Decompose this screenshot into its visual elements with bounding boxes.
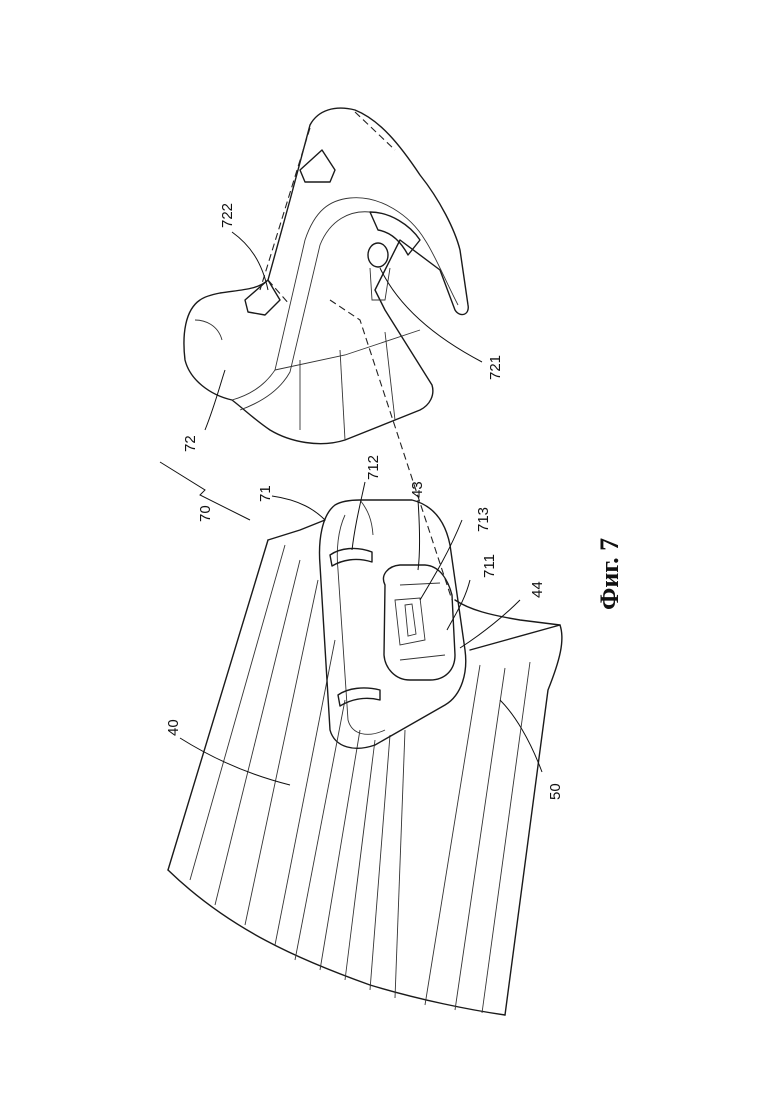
- label-713: 713: [475, 507, 492, 532]
- label-50: 50: [547, 783, 564, 800]
- label-40: 40: [165, 719, 182, 736]
- label-721: 721: [487, 355, 504, 380]
- label-712: 712: [365, 455, 382, 480]
- cover-72: [184, 108, 468, 444]
- label-711: 711: [481, 554, 498, 578]
- figure-caption: Фиг. 7: [595, 538, 624, 610]
- adapter-71: [320, 500, 466, 748]
- label-43: 43: [409, 481, 426, 498]
- label-44: 44: [529, 581, 546, 598]
- rail-40: [168, 520, 505, 1015]
- label-70: 70: [197, 505, 214, 522]
- label-722: 722: [219, 203, 236, 228]
- strip-50: [425, 600, 562, 1015]
- label-71: 71: [257, 485, 274, 502]
- label-72: 72: [182, 435, 199, 452]
